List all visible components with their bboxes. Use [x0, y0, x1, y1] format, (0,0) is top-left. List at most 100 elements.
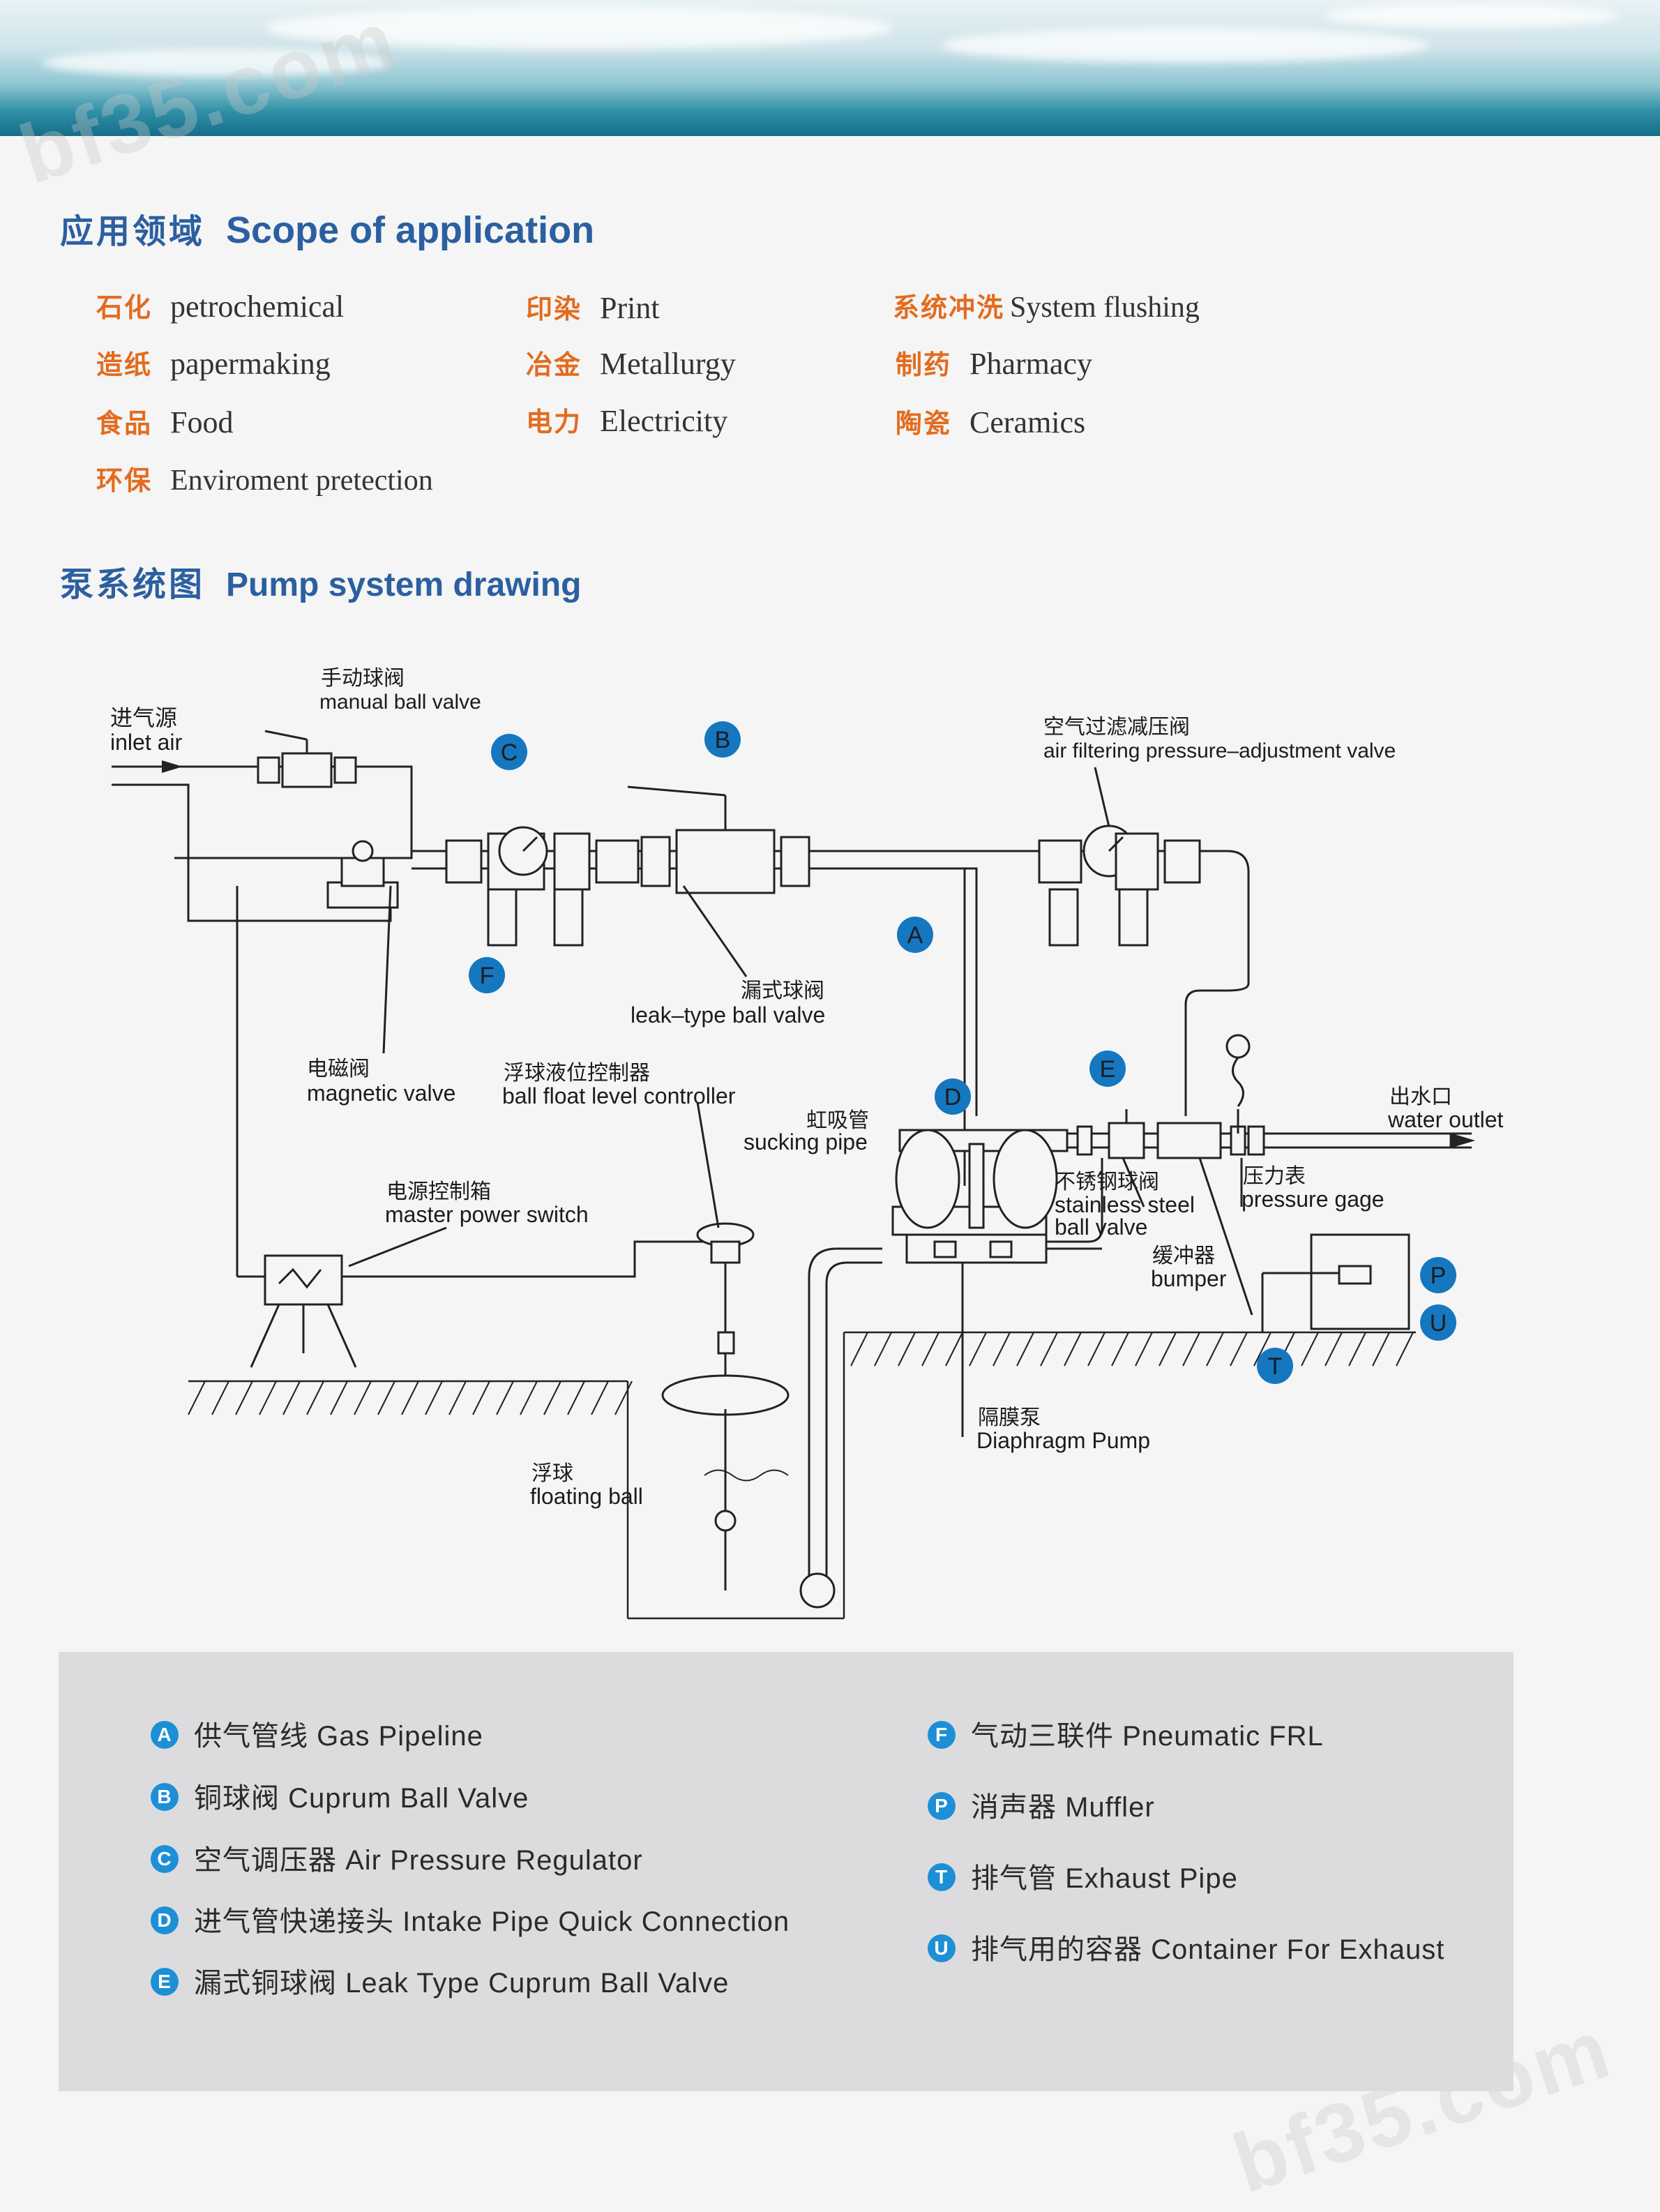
ground-hatch-line	[1325, 1332, 1343, 1367]
pressure-gage	[1225, 1034, 1251, 1207]
ground-hatch-line	[1301, 1332, 1319, 1367]
ground-hatch-line	[472, 1380, 490, 1415]
ground-hatch-line	[306, 1380, 324, 1415]
marker-f-label: F	[480, 963, 495, 989]
ground-hatch-line	[1135, 1332, 1153, 1367]
label-bumper-cn: 缓冲器	[1152, 1244, 1215, 1267]
ground-hatch-line	[1348, 1332, 1366, 1367]
label-filter-cn: 空气过滤减压阀	[1043, 716, 1190, 739]
ground-hatch-line	[1182, 1332, 1200, 1367]
scope-item-en: petrochemical	[170, 289, 345, 324]
ground-hatch-line	[1111, 1332, 1129, 1367]
legend-text: 铜球阀 Cuprum Ball Valve	[194, 1783, 529, 1814]
label-leak-cn: 漏式球阀	[741, 979, 824, 1002]
ground-hatch-line	[543, 1380, 561, 1415]
scope-item-cn: 环保	[96, 467, 153, 496]
legend-badge: F	[928, 1721, 956, 1750]
ground-hatch-line	[235, 1380, 253, 1415]
ground-hatch-line	[1206, 1332, 1224, 1367]
diaphragm-pump	[891, 1129, 1069, 1437]
ground-hatch-line	[1253, 1332, 1272, 1367]
ground-hatch-line	[1396, 1332, 1414, 1367]
legend-text: 空气调压器 Air Pressure Regulator	[194, 1845, 643, 1876]
drawing-title-cn: 泵系统图	[60, 566, 206, 603]
ground-hatch-marks	[188, 1332, 1414, 1415]
ground-hatch-line	[969, 1332, 987, 1367]
label-manual-en: manual ball valve	[319, 691, 481, 714]
ground-hatch-line	[567, 1380, 585, 1415]
legend-text: 排气用的容器 Container For Exhaust	[971, 1934, 1445, 1965]
marker-t-circle	[1257, 1348, 1293, 1384]
ground-hatch-line	[1064, 1332, 1082, 1367]
scope-item-cn: 冶金	[526, 351, 582, 380]
ground-hatch-line	[354, 1380, 372, 1415]
label-pump-cn: 隔膜泵	[978, 1406, 1041, 1429]
ground-hatch-line	[591, 1380, 609, 1415]
marker-f-circle	[469, 957, 505, 993]
ground-hatch-line	[377, 1380, 395, 1415]
marker-d-circle	[935, 1078, 971, 1115]
power-control-box	[250, 1226, 711, 1368]
ground-hatch	[188, 1331, 1416, 1620]
legend-badge: B	[151, 1783, 179, 1812]
scope-title-en: Scope of application	[226, 209, 595, 251]
scope-item-cn: 石化	[96, 294, 153, 323]
scope-item-cn: 陶瓷	[896, 409, 952, 439]
label-float-ctrl-en: ball float level controller	[502, 1083, 736, 1108]
label-leak-en: leak–type ball valve	[631, 1002, 825, 1028]
legend-item: P 消声器 Muffler	[928, 1784, 1155, 1825]
marker-c-label: C	[501, 739, 518, 766]
marker-c-circle	[491, 734, 527, 770]
label-siphon-cn: 虹吸管	[806, 1109, 869, 1132]
label-floatball-cn: 浮球	[531, 1462, 573, 1485]
marker-e-circle	[1089, 1051, 1126, 1087]
label-magnetic-cn: 电磁阀	[307, 1058, 370, 1081]
ground-hatch-line	[401, 1380, 419, 1415]
legend-text: 进气管快递接头 Intake Pipe Quick Connection	[194, 1906, 790, 1937]
discharge-line	[1067, 1109, 1476, 1316]
scope-item-en: Food	[170, 405, 234, 439]
scope-item-en: Pharmacy	[969, 347, 1092, 381]
legend-badge: E	[151, 1968, 179, 1996]
label-ss-valve-cn: 不锈钢球阀	[1055, 1171, 1159, 1194]
legend-text: 供气管线 Gas Pipeline	[194, 1721, 483, 1752]
inlet-arrow	[112, 760, 183, 773]
ground-hatch-line	[188, 1380, 206, 1415]
marker-b-circle	[704, 721, 741, 758]
scope-title-cn: 应用领域	[60, 213, 206, 250]
label-ss-valve-en2: ball valve	[1055, 1214, 1147, 1240]
label-magnetic-en: magnetic valve	[307, 1081, 455, 1106]
label-inlet-cn: 进气源	[110, 705, 177, 730]
ground-hatch-line	[850, 1332, 868, 1367]
drawing-title-en: Pump system drawing	[226, 566, 582, 603]
scope-item-en: Metallurgy	[600, 347, 736, 381]
ground-hatch-line	[614, 1380, 633, 1415]
scope-item-cn: 制药	[896, 351, 952, 380]
ground-hatch-line	[921, 1332, 940, 1367]
ground-hatch-line	[1230, 1332, 1248, 1367]
label-inlet-en: inlet air	[110, 730, 183, 755]
air-line-right	[412, 850, 1250, 1116]
marker-p-circle	[1420, 1257, 1456, 1293]
legend-badge: T	[928, 1863, 956, 1892]
label-float-ctrl-cn: 浮球液位控制器	[504, 1062, 650, 1085]
label-gage-en: pressure gage	[1242, 1187, 1384, 1212]
marker-a-circle	[897, 917, 933, 953]
ground-hatch-line	[1016, 1332, 1034, 1367]
marker-e-label: E	[1100, 1056, 1116, 1083]
magnetic-valve	[326, 840, 399, 1054]
legend-text: 消声器 Muffler	[971, 1792, 1155, 1823]
legend-badge: P	[928, 1792, 956, 1821]
scope-item-en: Ceramics	[969, 405, 1086, 439]
label-power-en: master power switch	[385, 1202, 589, 1227]
